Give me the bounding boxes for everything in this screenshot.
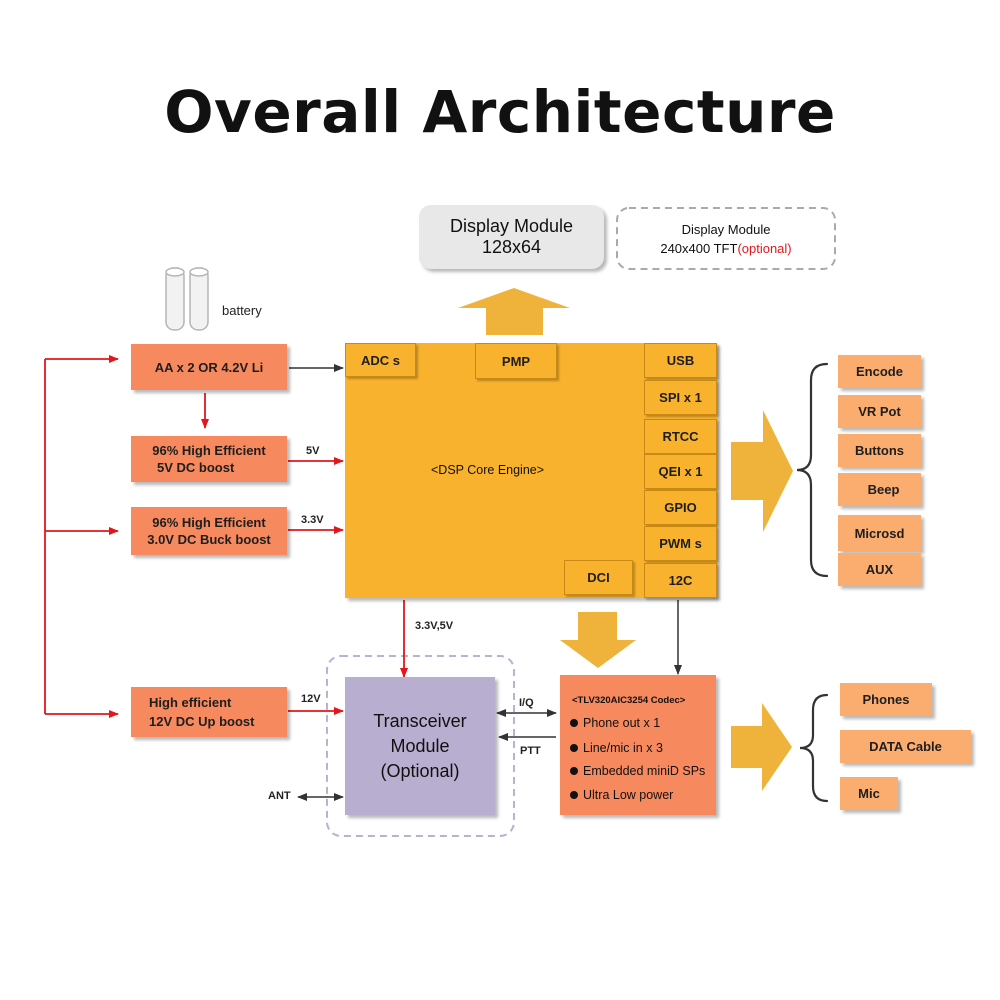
arrow-right-to-inputs <box>731 410 793 532</box>
boost-5v-box: 96% High Efficient 5V DC boost <box>131 436 287 482</box>
periph-spi: SPI x 1 <box>644 380 717 415</box>
battery-label: battery <box>222 303 262 318</box>
periph-qei-label: QEI x 1 <box>658 464 703 479</box>
output-buttons: Buttons <box>838 434 921 467</box>
ptt-label: PTT <box>520 745 541 757</box>
power-source-label: AA x 2 OR 4.2V Li <box>154 359 264 375</box>
adc-block: ADC s <box>345 343 416 377</box>
output-encode-label: Encode <box>856 364 903 379</box>
codec-feature-1: Phone out x 1 <box>570 716 660 730</box>
periph-i2c: 12C <box>644 563 717 598</box>
input-brace <box>796 362 829 578</box>
periph-spi-label: SPI x 1 <box>659 390 702 405</box>
audio-mic-label: Mic <box>858 786 880 801</box>
periph-i2c-label: 12C <box>668 573 693 588</box>
output-aux-label: AUX <box>865 562 894 577</box>
battery-icon <box>165 267 209 331</box>
boost-5v-line1: 96% High Efficient <box>152 443 266 458</box>
periph-gpio-label: GPIO <box>664 500 697 515</box>
dsp-core-label: <DSP Core Engine> <box>431 463 545 477</box>
buck-3v-box: 96% High Efficient 3.0V DC Buck boost <box>131 507 287 555</box>
display-module-main: Display Module 128x64 <box>419 205 604 269</box>
codec-feature-3: Embedded miniD SPs <box>570 764 705 778</box>
dci-label: DCI <box>587 570 610 585</box>
boost-5v-line2: 5V DC boost <box>157 460 235 475</box>
periph-pwm-label: PWM s <box>659 536 702 551</box>
audio-brace <box>799 693 829 803</box>
audio-data-cable: DATA Cable <box>840 730 971 763</box>
periph-rtcc: RTCC <box>644 419 717 454</box>
display-main-line1: Display Module <box>449 216 574 236</box>
periph-usb-label: USB <box>666 353 695 368</box>
voltage-3v3-label: 3.3V <box>301 514 324 526</box>
transceiver-line2: Module <box>390 735 450 756</box>
display-module-optional: Display Module 240x400 TFT(optional) <box>619 210 833 267</box>
output-encode: Encode <box>838 355 921 388</box>
display-main-line2: 128x64 <box>481 237 542 257</box>
buck-3v-line2: 3.0V DC Buck boost <box>147 532 271 547</box>
codec-feature-2: Line/mic in x 3 <box>570 741 663 755</box>
periph-qei: QEI x 1 <box>644 454 717 489</box>
power-source-box: AA x 2 OR 4.2V Li <box>131 344 287 390</box>
optional-tag: (optional) <box>737 240 792 256</box>
arrow-right-to-audio <box>731 703 792 791</box>
adc-label: ADC s <box>360 352 400 368</box>
output-vr-pot: VR Pot <box>838 395 921 428</box>
display-alt-line1: Display Module <box>681 221 771 237</box>
output-beep-label: Beep <box>867 482 900 497</box>
dci-block: DCI <box>564 560 633 595</box>
output-vr-pot-label: VR Pot <box>858 404 901 419</box>
optional-display-outline <box>616 207 836 270</box>
ant-label: ANT <box>268 790 291 802</box>
optional-transceiver-outline <box>326 655 515 837</box>
voltage-3v3-5v-label: 3.3V,5V <box>415 620 454 632</box>
codec-feature-4: Ultra Low power <box>570 788 673 802</box>
boost-12v-line1: High efficient <box>149 695 232 710</box>
audio-mic: Mic <box>840 777 898 810</box>
audio-phones-label: Phones <box>862 692 910 707</box>
voltage-5v-label: 5V <box>306 445 320 457</box>
codec-title: <TLV320AIC3254 Codec> <box>572 695 686 706</box>
arrow-up-to-display <box>458 288 570 335</box>
boost-12v-box: High efficient 12V DC Up boost <box>131 687 287 737</box>
periph-usb: USB <box>644 343 717 378</box>
pmp-block: PMP <box>475 343 557 379</box>
transceiver-line3: (Optional) <box>380 760 460 781</box>
output-buttons-label: Buttons <box>854 443 905 458</box>
audio-data-cable-label: DATA Cable <box>869 739 942 754</box>
output-beep: Beep <box>838 473 921 506</box>
pmp-label: PMP <box>501 353 531 369</box>
buck-3v-line1: 96% High Efficient <box>152 515 266 530</box>
audio-phones: Phones <box>840 683 932 716</box>
page-title: Overall Architecture <box>164 78 836 146</box>
transceiver-line1: Transceiver <box>373 710 467 731</box>
arrow-down-to-codec <box>560 612 636 668</box>
periph-rtcc-label: RTCC <box>662 429 699 444</box>
transceiver-module: Transceiver Module (Optional) <box>345 677 495 815</box>
iq-label: I/Q <box>519 697 534 709</box>
periph-pwm: PWM s <box>644 526 717 561</box>
display-alt-line2: 240x400 TFT <box>660 240 738 256</box>
periph-gpio: GPIO <box>644 490 717 525</box>
output-microsd-label: Microsd <box>854 525 905 541</box>
boost-12v-line2: 12V DC Up boost <box>149 714 255 729</box>
output-aux: AUX <box>838 553 921 586</box>
output-microsd: Microsd <box>838 515 921 551</box>
voltage-12v-label: 12V <box>301 693 321 705</box>
codec-box: <TLV320AIC3254 Codec> Phone out x 1 Line… <box>560 675 716 815</box>
